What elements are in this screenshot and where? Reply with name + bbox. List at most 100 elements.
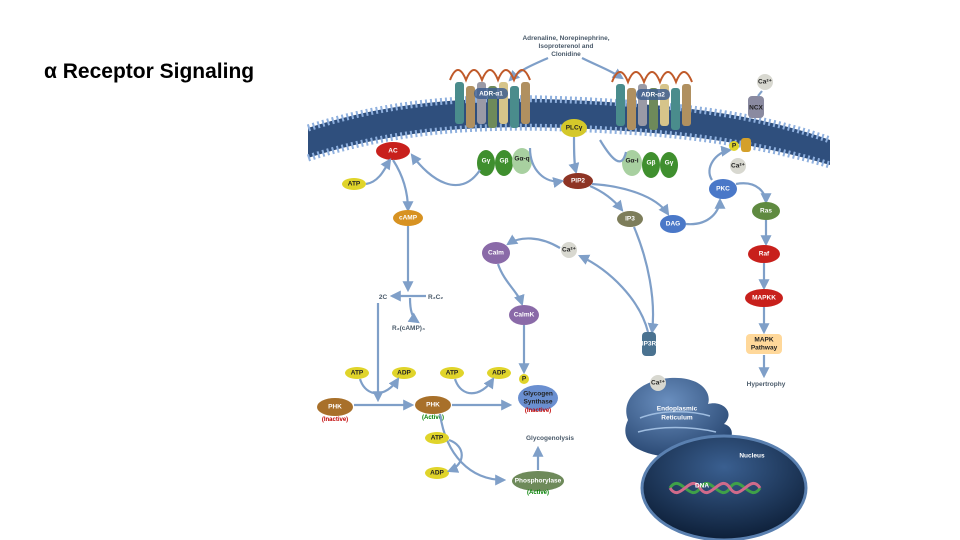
pip2-node [563,173,593,189]
adp-phk-label: ADP [397,370,411,377]
dag-node [660,215,686,233]
r2c2-label: R₂C₂ [428,294,443,301]
ca-channel [741,138,751,152]
plc-node [561,119,587,137]
receptor-adr-a2: ADR-α2 [611,71,693,130]
hypertrophy-label: Hypertrophy [747,381,786,388]
pip2-label: PIP2 [571,178,585,185]
ip3-node [617,211,643,227]
mapkk-label: MAPKK [752,295,776,302]
ras-label: Ras [760,208,772,215]
phosphorylase-label: Phosphorylase [515,478,562,485]
mapk-pathway-box [746,334,782,354]
p-channel [729,141,739,151]
ncx-channel [748,96,764,118]
atp-gs-label: ATP [446,370,459,377]
pkc-to-ras-arrow [735,182,772,205]
ac-label: AC [388,148,398,155]
calm-node [482,242,510,264]
atp-phos [425,432,449,444]
phk-inactive-state: (Inactive) [322,417,348,423]
atp-ac [342,178,366,190]
gai-label: Gα-i [625,158,638,165]
cell-membrane [306,95,832,169]
g-protein-left: Gγ Gβ Gα-q [477,148,532,176]
p-gs [519,374,529,384]
atp-phk-label: ATP [351,370,364,377]
phk-active-node [415,396,451,414]
adp-phos-label: ADP [430,470,444,477]
ca-ncx-label: Ca²⁺ [758,79,772,86]
gs-label-line1: Glycogen [523,391,553,398]
pkc-label: PKC [716,186,730,193]
gy-left-label: Gγ [482,158,491,165]
dag-to-pkc-arrow [685,197,726,226]
camp-node [393,210,423,226]
camp-label: cAMP [399,215,418,222]
p-channel-label: P [732,143,737,150]
adr-a1-label: ADR-α1 [479,91,503,98]
er-label-line1: Endoplasmic [657,406,698,413]
gb-left-label: Gβ [499,158,508,165]
plc-label: PLCγ [566,125,583,132]
atp-phk [345,367,369,379]
ras-node [752,202,780,220]
ac-node [376,142,410,160]
calm-to-calmk-arrow [496,263,525,307]
dag-label: DAG [666,221,680,228]
ip3r-channel [642,332,656,356]
calmk-node [509,305,539,325]
adp-gs-label: ADP [492,370,506,377]
ca-to-calm-arrow [506,234,561,249]
pkc-to-ca-channel-arrow [708,145,733,181]
pip2-to-dag-arrow [591,182,670,216]
pip2-to-ip3-arrow [589,184,624,212]
phosphorylase-node [512,471,564,491]
ligand-label-line1: Adrenaline, Norepinephrine, [522,35,609,42]
phk-inactive-label: PHK [328,404,342,411]
ca-pkc-label: Ca²⁺ [731,163,745,170]
nucleus-label: Nucleus [739,453,765,460]
ip3r-label: IP3R [642,341,657,348]
ligand-label-line3: Clonidine [551,51,581,58]
gq-to-plc-arrow [528,147,565,188]
g-to-ac-arrow [410,153,481,187]
ca-calm [561,242,577,258]
g-protein-right: Gα-i Gβ Gγ [622,150,678,178]
ca-er-label: Ca²⁺ [651,380,665,387]
mapkk-node [745,289,783,307]
ip3-to-ip3r-arrow [632,226,659,335]
raf-node [748,245,780,263]
calm-label: Calm [488,250,504,257]
gi-to-plc-line [599,139,628,163]
atp-adp-arrow-3 [446,438,463,473]
calmk-label: CalmK [514,312,535,319]
ca-calm-label: Ca²⁺ [562,247,576,254]
plc-to-pip2-arrow [568,136,580,175]
adp-phos [425,467,449,479]
ncx-arrow [757,90,763,97]
to-r2camp4-arrow [407,297,420,324]
ca-ncx [757,74,773,90]
mapk-pathway-line2: Pathway [751,345,778,352]
ncx-label: NCX [749,105,763,112]
ip3-label: IP3 [625,216,635,223]
receptor-adr-a1: ADR-α1 [449,69,531,128]
pkc-node [709,179,737,199]
phk-active-state: (Active) [422,415,444,421]
atp-gs [440,367,464,379]
ca-er [650,375,666,391]
glycogen-synthase-node [518,385,558,411]
atp-phos-label: ATP [431,435,444,442]
ligand-arrow-a2 [581,57,624,80]
p-gs-label: P [522,376,527,383]
atp-adp-arrow-2 [453,377,495,395]
phk-active-label: PHK [426,402,440,409]
glycogenolysis-label: Glycogenolysis [526,435,574,442]
atp-ac-label: ATP [348,181,361,188]
phk-to-phosphorylase-arrow [438,413,507,486]
gy-right-label: Gγ [665,160,674,167]
c2-label: 2C [379,294,388,301]
atp-adp-arrow-1 [358,377,400,395]
ac-to-camp-arrow [392,159,414,213]
